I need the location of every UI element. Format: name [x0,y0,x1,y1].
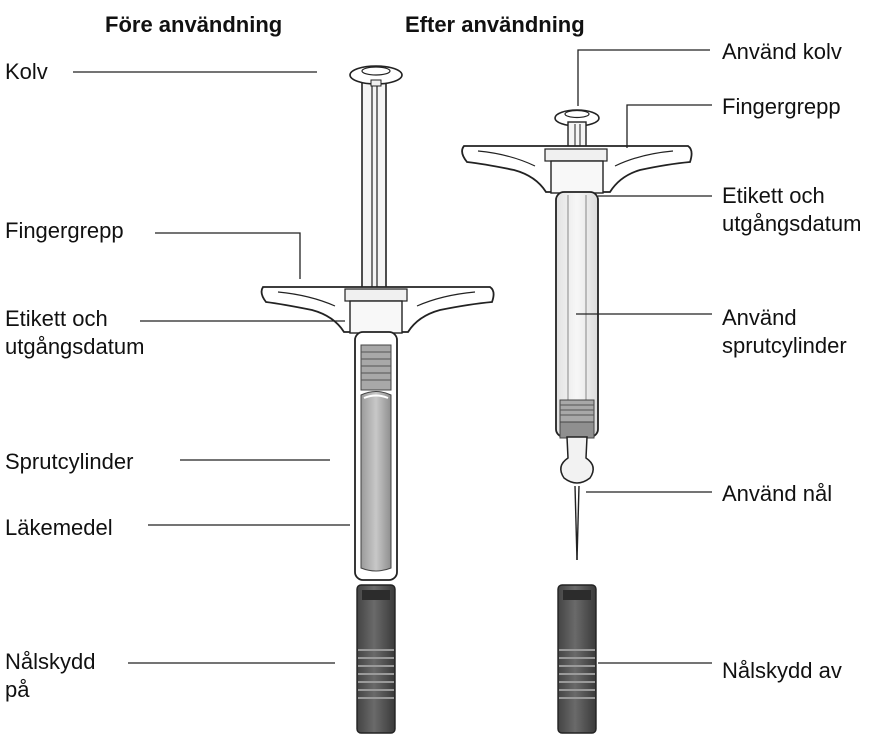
used-finger-grip [461,145,693,194]
label-used-finger-grip: Fingergrepp [722,94,841,119]
label-used-barrel-line1: Använd [722,305,797,330]
label-used-barrel-line2: sprutcylinder [722,333,847,358]
label-used-label-expiry: Etikett och utgångsdatum [722,182,861,238]
label-label-expiry-line1: Etikett och [5,306,108,331]
syringe-before [260,65,495,734]
heading-after-use: Efter användning [405,12,585,37]
needle-cap-on [356,584,396,734]
label-medicine: Läkemedel [5,515,113,540]
used-needle [560,436,594,561]
label-label-expiry-line2: utgångsdatum [5,334,145,359]
heading-before-use: Före användning [105,12,283,37]
plunger-thumb-cap [349,65,403,87]
label-barrel: Sprutcylinder [5,449,134,474]
label-needle-cap-off: Nålskydd av [722,658,842,683]
used-plunger-cap [554,109,600,151]
syringe-after [461,109,693,734]
label-needle-cap-on: Nålskydd på [5,648,95,704]
label-finger-grip: Fingergrepp [5,218,124,243]
label-used-plunger: Använd kolv [722,39,842,64]
label-used-needle: Använd nål [722,481,833,506]
leader-lines-after [576,49,712,664]
needle-cap-off [557,584,597,734]
used-barrel [555,191,599,439]
label-needle-cap-on-line2: på [5,677,30,702]
label-used-barrel: Använd sprutcylinder [722,304,847,360]
plunger-rod [361,81,387,297]
label-used-label-expiry-line2: utgångsdatum [722,211,862,236]
finger-grip-flange [260,286,495,334]
label-used-label-expiry-line1: Etikett och [722,183,825,208]
label-needle-cap-on-line1: Nålskydd [5,649,96,674]
label-label-expiry: Etikett och utgångsdatum [5,305,144,361]
leader-lines-before [73,71,350,664]
label-plunger: Kolv [5,59,48,84]
medicine-fill [360,391,392,572]
